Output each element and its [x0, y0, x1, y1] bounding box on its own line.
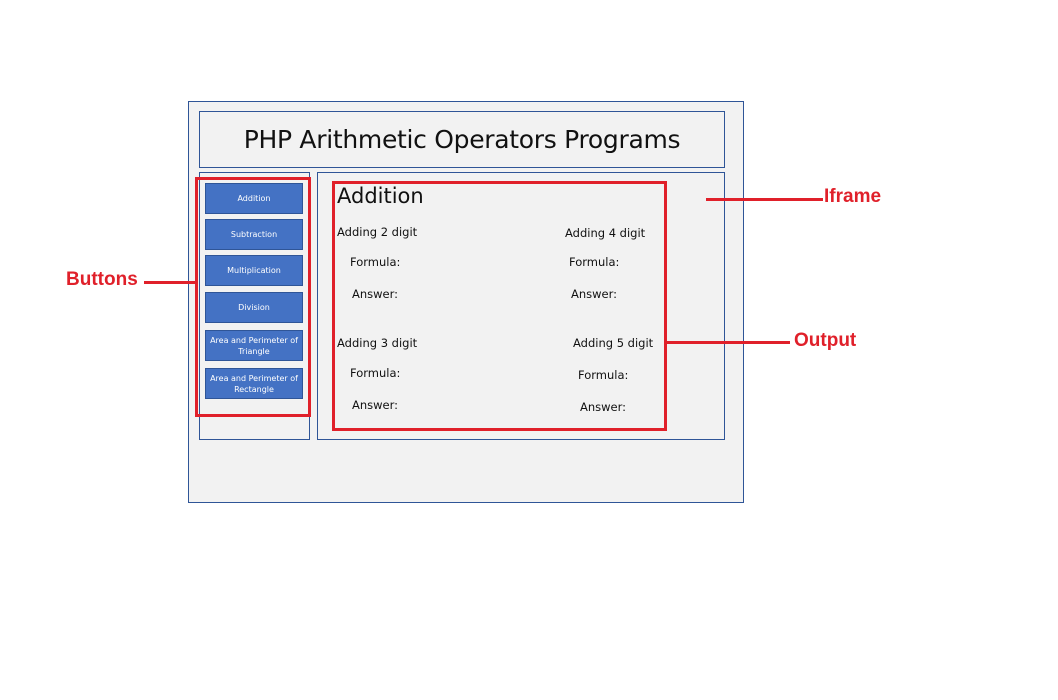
section-4-digit-label: Adding 4 digit [565, 226, 646, 240]
page-header: PHP Arithmetic Operators Programs [199, 111, 725, 168]
output-callout-line [664, 341, 790, 344]
section-2-digit-label: Adding 2 digit [337, 225, 418, 239]
buttons-highlight-box [195, 177, 311, 417]
addition-button[interactable]: Addition [205, 183, 303, 214]
buttons-callout-label: Buttons [66, 269, 138, 290]
page-title: PHP Arithmetic Operators Programs [243, 125, 681, 154]
output-callout-label: Output [794, 330, 857, 351]
section-4-digit-answer: Answer: [571, 287, 618, 301]
buttons-callout-line [144, 281, 195, 284]
output-highlight-box [332, 181, 667, 431]
section-5-digit-label: Adding 5 digit [573, 336, 654, 350]
section-2-digit-answer: Answer: [352, 287, 399, 301]
triangle-area-perimeter-button[interactable]: Area and Perimeter of Triangle [205, 330, 303, 361]
rectangle-area-perimeter-button[interactable]: Area and Perimeter of Rectangle [205, 368, 303, 399]
section-5-digit-answer: Answer: [580, 400, 627, 414]
section-5-digit-formula: Formula: [578, 368, 629, 382]
output-heading: Addition [337, 184, 424, 208]
multiplication-button[interactable]: Multiplication [205, 255, 303, 286]
section-3-digit-label: Adding 3 digit [337, 336, 418, 350]
section-3-digit-answer: Answer: [352, 398, 399, 412]
division-button[interactable]: Division [205, 292, 303, 323]
section-3-digit-formula: Formula: [350, 366, 401, 380]
subtraction-button[interactable]: Subtraction [205, 219, 303, 250]
iframe-callout-label: Iframe [824, 186, 882, 207]
iframe-callout-line [706, 198, 823, 201]
section-4-digit-formula: Formula: [569, 255, 620, 269]
iframe-panel [317, 172, 725, 440]
section-2-digit-formula: Formula: [350, 255, 401, 269]
